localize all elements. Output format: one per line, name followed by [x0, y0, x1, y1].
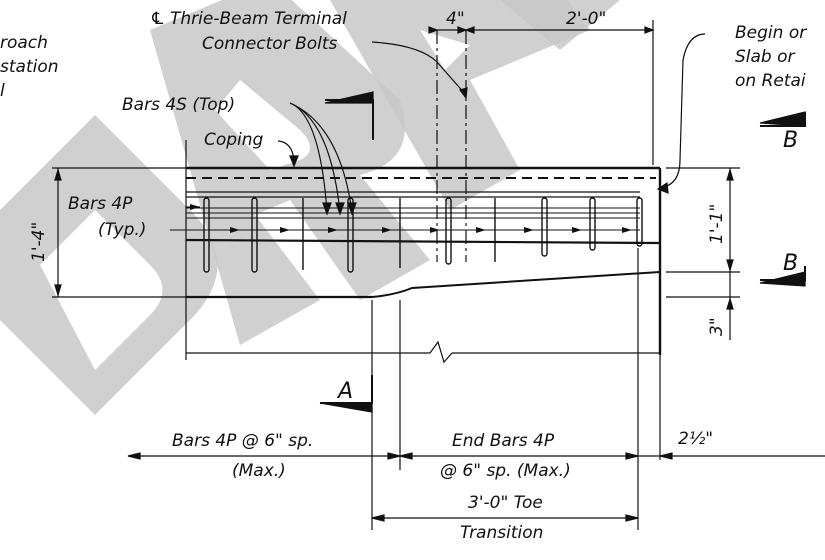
watermark-letter-f: [500, 0, 620, 50]
dimension-1ft4: 1'-4": [29, 222, 49, 262]
label-bars-4p-typ: (Typ.): [98, 220, 146, 240]
label-approach-line2: station: [0, 57, 59, 77]
label-end-bars-line2: @ 6" sp. (Max.): [440, 461, 571, 481]
label-coping: Coping: [204, 130, 264, 150]
arrows-horizontal: [190, 204, 632, 233]
dimension-1ft1: 1'-1": [707, 204, 727, 244]
label-bars-4p-spacing-line1: Bars 4P @ 6" sp.: [172, 431, 313, 451]
label-approach-line3: l: [0, 81, 5, 101]
dimension-4in: 4": [446, 9, 465, 29]
dimension-2-and-half: 2½": [678, 429, 713, 449]
label-thrie-beam-line1: Thrie-Beam Terminal: [170, 9, 347, 29]
label-begin-line2: Slab or: [735, 47, 796, 67]
watermark-letter-r: [150, 0, 430, 345]
section-mark-b-top: B: [783, 128, 798, 153]
label-thrie-beam-line2: Connector Bolts: [202, 34, 338, 54]
centerline-symbol: ℄: [150, 9, 165, 29]
label-bars-4s: Bars 4S (Top): [122, 95, 235, 115]
label-begin-line1: Begin or: [735, 23, 807, 43]
watermark-letter-a: [330, 0, 590, 210]
draft-watermark: [0, 0, 620, 415]
label-end-bars-line1: End Bars 4P: [452, 431, 555, 451]
drawing-linework: [52, 20, 825, 530]
section-mark-b-bottom: B: [783, 251, 798, 276]
label-approach-line1: roach: [0, 33, 48, 53]
label-toe-line2: Transition: [460, 523, 543, 543]
bars-4p-group: [203, 197, 643, 273]
label-bars-4p-spacing-line2: (Max.): [232, 461, 286, 481]
dimension-3in: 3": [707, 317, 727, 336]
label-bars-4p: Bars 4P: [68, 194, 133, 214]
label-toe-line1: 3'-0" Toe: [468, 493, 543, 513]
label-begin-line3: on Retai: [735, 71, 806, 91]
section-mark-a: A: [336, 379, 353, 404]
dimension-2ft: 2'-0": [566, 9, 606, 29]
watermark-letter-d: [0, 115, 218, 415]
